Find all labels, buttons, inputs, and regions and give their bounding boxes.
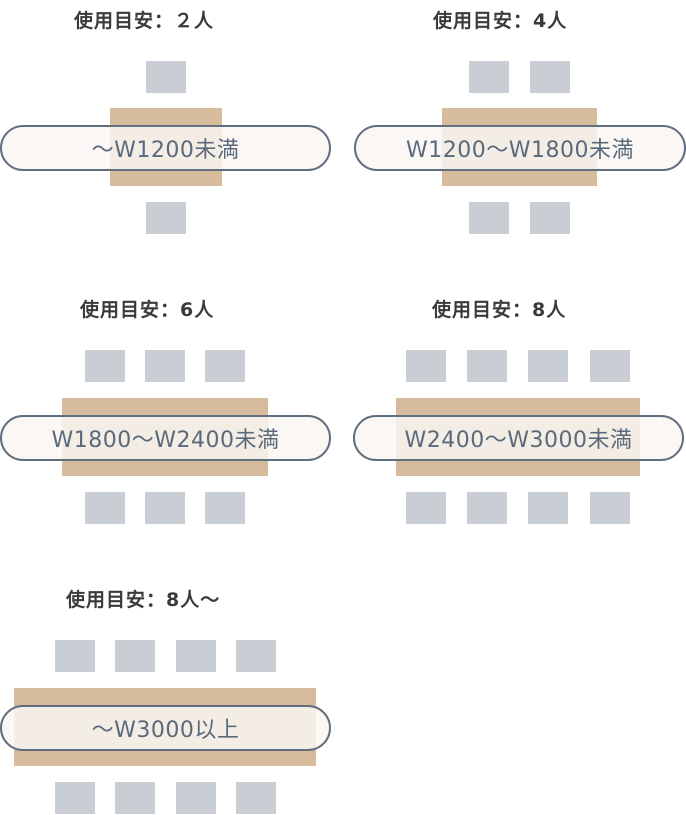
group-caption: 使用目安：4人 xyxy=(433,10,568,32)
chair-icon xyxy=(176,640,216,672)
chair-icon xyxy=(85,492,125,524)
chair-icon xyxy=(530,61,570,93)
chair-icon xyxy=(55,640,95,672)
chair-icon xyxy=(467,492,507,524)
chair-icon xyxy=(590,350,630,382)
chair-icon xyxy=(236,782,276,814)
chair-icon xyxy=(145,350,185,382)
size-label: ～W1200未満 xyxy=(0,125,331,171)
size-label: W1200～W1800未満 xyxy=(354,125,686,171)
size-label: ～W3000以上 xyxy=(0,705,331,751)
chair-icon xyxy=(55,782,95,814)
size-label: W1800～W2400未満 xyxy=(0,415,331,461)
chair-icon xyxy=(530,202,570,234)
chair-icon xyxy=(469,202,509,234)
chair-icon xyxy=(85,350,125,382)
chair-icon xyxy=(115,640,155,672)
chair-icon xyxy=(146,61,186,93)
chair-icon xyxy=(469,61,509,93)
chair-icon xyxy=(205,350,245,382)
chair-icon xyxy=(205,492,245,524)
group-caption: 使用目安：8人 xyxy=(432,299,567,321)
chair-icon xyxy=(590,492,630,524)
chair-icon xyxy=(467,350,507,382)
chair-icon xyxy=(236,640,276,672)
chair-icon xyxy=(406,350,446,382)
group-caption: 使用目安：２人 xyxy=(74,10,215,32)
chair-icon xyxy=(406,492,446,524)
chair-icon xyxy=(528,350,568,382)
chair-icon xyxy=(176,782,216,814)
group-caption: 使用目安：8人～ xyxy=(66,589,221,611)
chair-icon xyxy=(528,492,568,524)
chair-icon xyxy=(145,492,185,524)
chair-icon xyxy=(115,782,155,814)
chair-icon xyxy=(146,202,186,234)
size-label: W2400～W3000未満 xyxy=(353,415,684,461)
group-caption: 使用目安：6人 xyxy=(80,299,215,321)
